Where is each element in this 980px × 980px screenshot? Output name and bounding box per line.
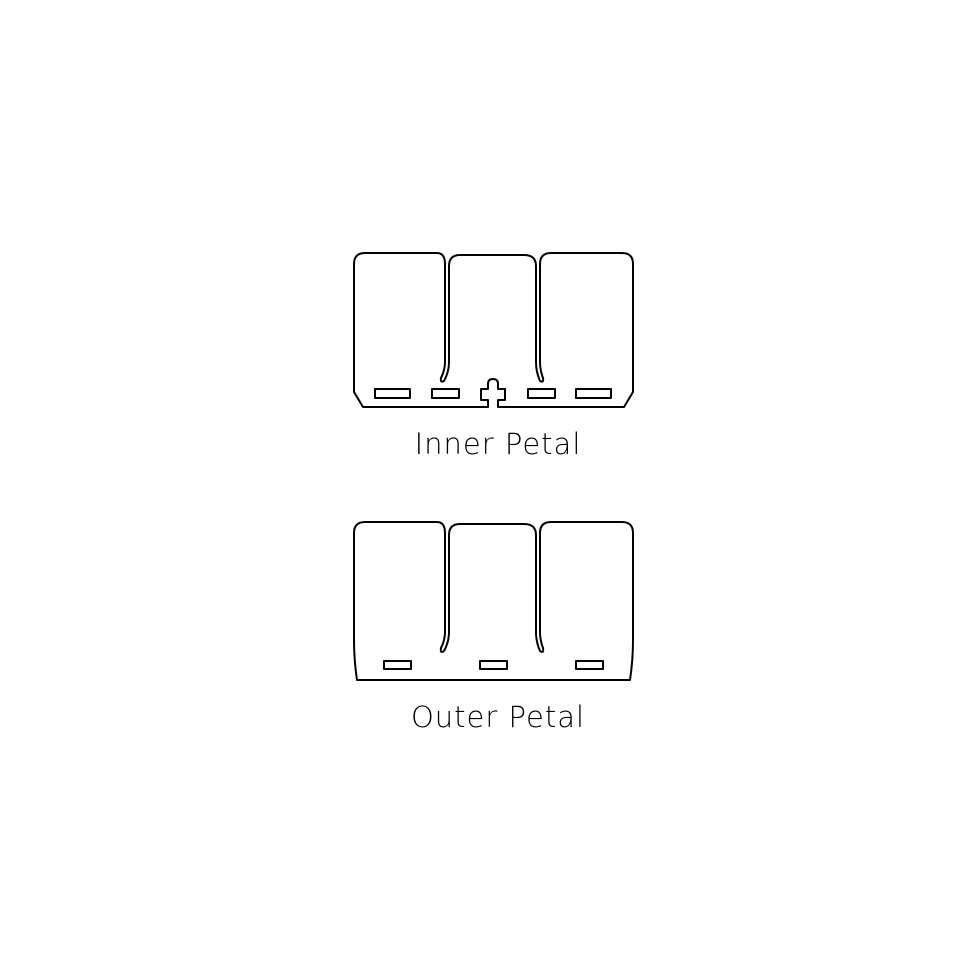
outer-hole-1	[383, 660, 412, 670]
outer-petal-drawing	[353, 521, 634, 681]
inner-hole-4	[575, 388, 612, 399]
inner-hole-3	[527, 388, 556, 399]
inner-petal-drawing	[353, 252, 634, 408]
outer-hole-3	[575, 660, 604, 670]
inner-hole-1	[374, 388, 411, 399]
inner-petal-outline	[353, 252, 634, 408]
outer-petal-label: Outer Petal	[410, 700, 586, 734]
outer-hole-2	[479, 660, 508, 670]
outer-petal-outline	[353, 521, 634, 681]
inner-petal-label: Inner Petal	[414, 427, 582, 461]
inner-hole-2	[431, 388, 460, 399]
